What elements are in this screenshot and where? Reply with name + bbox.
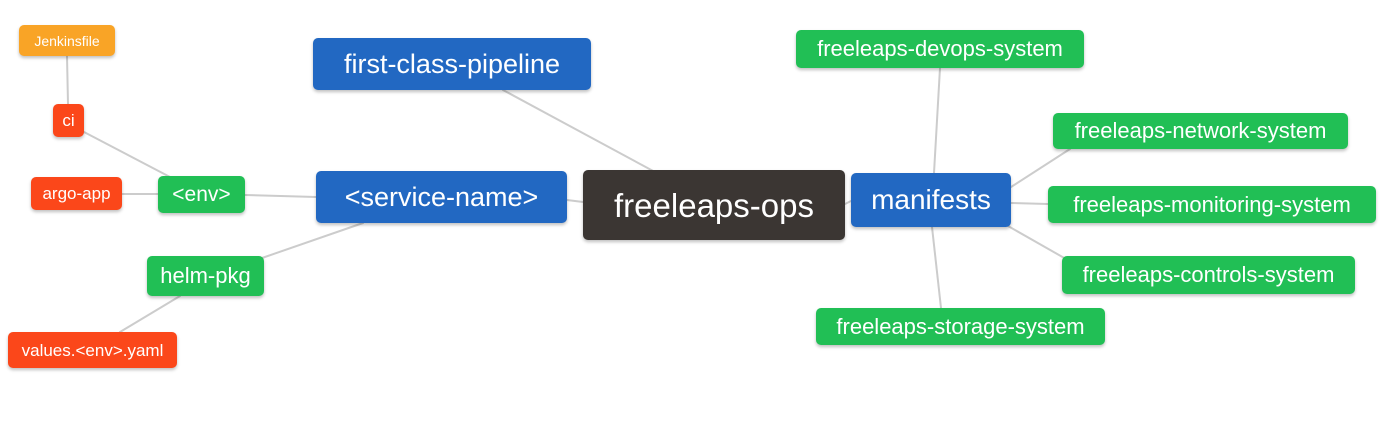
edge-jenkinsfile--ci bbox=[66, 55, 69, 105]
node-first-class-pipeline[interactable]: first-class-pipeline bbox=[313, 38, 591, 90]
node-env[interactable]: <env> bbox=[158, 176, 245, 213]
node-label-values-env-yaml: values.<env>.yaml bbox=[21, 340, 164, 360]
edge-manifests--freeleaps-controls-system bbox=[1007, 225, 1067, 260]
node-ci[interactable]: ci bbox=[53, 104, 84, 137]
node-values-env-yaml[interactable]: values.<env>.yaml bbox=[8, 332, 177, 368]
edge-ci--env bbox=[83, 131, 171, 178]
node-service-name[interactable]: <service-name> bbox=[316, 171, 567, 223]
edge-manifests--freeleaps-devops-system bbox=[933, 67, 941, 174]
edge-freeleaps-ops--manifests bbox=[844, 200, 852, 205]
node-label-manifests: manifests bbox=[871, 184, 991, 215]
edge-service-name--freeleaps-ops bbox=[566, 199, 584, 203]
edge-manifests--freeleaps-network-system bbox=[1010, 148, 1071, 188]
node-label-first-class-pipeline: first-class-pipeline bbox=[343, 48, 561, 79]
node-label-freeleaps-controls-system: freeleaps-controls-system bbox=[1082, 262, 1335, 287]
node-label-freeleaps-storage-system: freeleaps-storage-system bbox=[836, 313, 1085, 339]
node-label-argo-app: argo-app bbox=[42, 184, 111, 203]
node-label-jenkinsfile: Jenkinsfile bbox=[34, 32, 100, 49]
edge-first-class-pipeline--freeleaps-ops bbox=[502, 89, 656, 173]
node-label-freeleaps-monitoring-system: freeleaps-monitoring-system bbox=[1073, 191, 1351, 217]
node-freeleaps-controls-system[interactable]: freeleaps-controls-system bbox=[1062, 256, 1355, 294]
edge-helm-pkg--service-name bbox=[261, 222, 364, 259]
node-manifests[interactable]: manifests bbox=[851, 173, 1011, 227]
edge-env--service-name bbox=[244, 194, 317, 198]
node-label-helm-pkg: helm-pkg bbox=[160, 263, 251, 288]
node-label-ci: ci bbox=[62, 111, 75, 130]
node-label-freeleaps-network-system: freeleaps-network-system bbox=[1074, 118, 1327, 143]
node-jenkinsfile[interactable]: Jenkinsfile bbox=[19, 25, 115, 56]
node-label-service-name: <service-name> bbox=[344, 181, 539, 212]
node-helm-pkg[interactable]: helm-pkg bbox=[147, 256, 264, 296]
node-label-env: <env> bbox=[172, 183, 231, 206]
node-freeleaps-ops[interactable]: freeleaps-ops bbox=[583, 170, 845, 240]
edge-manifests--freeleaps-monitoring-system bbox=[1010, 202, 1049, 205]
node-freeleaps-storage-system[interactable]: freeleaps-storage-system bbox=[816, 308, 1105, 345]
node-label-freeleaps-ops: freeleaps-ops bbox=[614, 186, 814, 224]
edge-values-env-yaml--helm-pkg bbox=[119, 295, 181, 333]
node-argo-app[interactable]: argo-app bbox=[31, 177, 122, 210]
edge-manifests--freeleaps-storage-system bbox=[931, 226, 942, 309]
node-freeleaps-devops-system[interactable]: freeleaps-devops-system bbox=[796, 30, 1084, 68]
node-label-freeleaps-devops-system: freeleaps-devops-system bbox=[817, 36, 1063, 61]
node-freeleaps-monitoring-system[interactable]: freeleaps-monitoring-system bbox=[1048, 186, 1376, 223]
node-freeleaps-network-system[interactable]: freeleaps-network-system bbox=[1053, 113, 1348, 149]
